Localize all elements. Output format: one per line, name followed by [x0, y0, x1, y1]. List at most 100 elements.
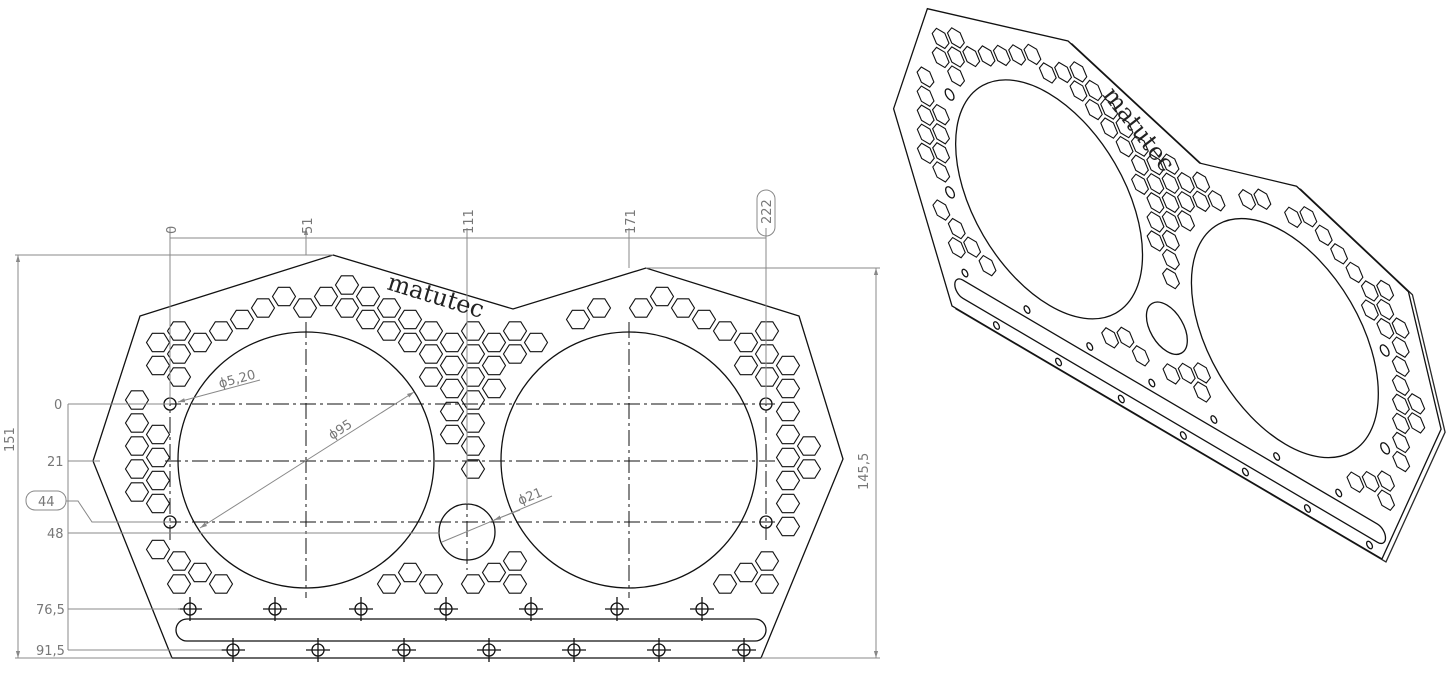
- honeycomb-cell: [947, 25, 964, 50]
- honeycomb-cell: [933, 159, 950, 184]
- honeycomb-cell: [376, 298, 402, 318]
- honeycomb-cell: [1117, 325, 1134, 350]
- dim-x-111: 111: [462, 209, 477, 234]
- honeycomb-cell: [775, 378, 801, 399]
- honeycomb-cell: [1331, 241, 1348, 266]
- bolt-hole: [1056, 357, 1062, 367]
- honeycomb-cell: [1162, 209, 1179, 234]
- honeycomb-cell: [649, 286, 675, 307]
- honeycomb-cell: [439, 401, 465, 422]
- honeycomb-cell: [187, 562, 213, 583]
- honeycomb-cell: [1285, 205, 1302, 230]
- dim-x-222-balloon: [756, 189, 776, 237]
- honeycomb-cell: [993, 43, 1010, 68]
- honeycomb-cell: [796, 436, 822, 456]
- honeycomb-cell: [1009, 42, 1026, 67]
- honeycomb-cell: [418, 367, 444, 387]
- honeycomb-cell: [145, 355, 171, 376]
- honeycomb-cell: [481, 355, 507, 376]
- bolt-hole: [1024, 305, 1030, 315]
- honeycomb-cell: [355, 309, 381, 330]
- honeycomb-cell: [1132, 172, 1149, 197]
- honeycomb-cell: [502, 551, 528, 571]
- honeycomb-cell: [1102, 325, 1119, 350]
- honeycomb-cell: [1163, 361, 1180, 386]
- honeycomb-cell: [963, 44, 980, 69]
- honeycomb-cell: [439, 332, 465, 353]
- honeycomb-cell: [628, 298, 654, 318]
- honeycomb-cell: [1116, 134, 1133, 159]
- honeycomb-cell: [1070, 78, 1087, 103]
- honeycomb-cell: [439, 424, 465, 445]
- mount-hole: [946, 185, 955, 200]
- honeycomb-cell: [1131, 134, 1148, 159]
- slot: [955, 275, 1386, 547]
- dim-y-21: 21: [47, 455, 64, 470]
- honeycomb-cell: [932, 26, 949, 51]
- honeycomb-cell: [1408, 391, 1425, 416]
- honeycomb-cell: [460, 344, 486, 364]
- bore-1: [955, 38, 1143, 360]
- honeycomb-cell: [1392, 335, 1409, 360]
- honeycomb-cell: [439, 378, 465, 399]
- dim-y-44: 44: [38, 495, 55, 510]
- honeycomb-cell: [1377, 297, 1394, 322]
- honeycomb-cell: [933, 140, 950, 165]
- honeycomb-cell: [1147, 152, 1164, 177]
- honeycomb-cell: [376, 574, 402, 594]
- honeycomb-cell: [979, 253, 996, 278]
- honeycomb-cell: [1194, 360, 1211, 385]
- honeycomb-cell: [1315, 223, 1332, 248]
- honeycomb-cell: [1378, 469, 1395, 494]
- dim-x-51: 51: [301, 217, 316, 234]
- honeycomb-cell: [481, 378, 507, 399]
- honeycomb-cell: [1194, 379, 1211, 404]
- honeycomb-cell: [460, 321, 486, 341]
- honeycomb-cell: [481, 332, 507, 353]
- bolt-hole: [994, 320, 1000, 330]
- honeycomb-cell: [1163, 247, 1180, 272]
- honeycomb-cell: [917, 64, 934, 89]
- honeycomb-cell: [1178, 189, 1195, 214]
- honeycomb-cell: [1193, 189, 1210, 214]
- honeycomb-cell: [1085, 97, 1102, 122]
- honeycomb-cell: [1147, 171, 1164, 196]
- honeycomb-cell: [775, 470, 801, 491]
- honeycomb-cell: [933, 121, 950, 146]
- honeycomb-cell: [775, 401, 801, 422]
- honeycomb-cell: [1055, 60, 1072, 85]
- dim-dia-95: ϕ95: [326, 417, 355, 443]
- dim-x-222: 222: [760, 199, 775, 224]
- honeycomb-cell: [1208, 188, 1225, 213]
- honeycomb-cell: [1392, 315, 1409, 340]
- honeycomb-cell: [1254, 187, 1271, 212]
- honeycomb-cell: [1378, 488, 1395, 513]
- honeycomb-cell: [166, 321, 192, 341]
- honeycomb-cell: [334, 275, 360, 295]
- honeycomb-cell: [145, 332, 171, 353]
- honeycomb-cell: [775, 516, 801, 537]
- honeycomb-cell: [1147, 190, 1164, 215]
- honeycomb-cell: [1024, 42, 1041, 67]
- honeycomb-cell: [1085, 78, 1102, 103]
- honeycomb-cell: [124, 482, 150, 502]
- honeycomb-cell: [754, 367, 780, 387]
- honeycomb-cell: [166, 574, 192, 594]
- small-bore: [1146, 293, 1187, 363]
- honeycomb-cell: [754, 344, 780, 364]
- honeycomb-cell: [1300, 204, 1317, 229]
- honeycomb-cell: [1177, 170, 1194, 195]
- honeycomb-cell: [1163, 266, 1180, 291]
- honeycomb-cell: [917, 122, 934, 147]
- bolt-hole: [1149, 378, 1155, 388]
- honeycomb-cell: [145, 493, 171, 514]
- honeycomb-cell: [334, 298, 360, 318]
- honeycomb-cell: [1393, 430, 1410, 455]
- honeycomb-cell: [1193, 170, 1210, 195]
- honeycomb-cell: [948, 44, 965, 69]
- honeycomb-cell: [691, 309, 717, 330]
- bolt-hole: [962, 268, 968, 278]
- bore-2: [1191, 177, 1379, 499]
- honeycomb-cell: [1039, 60, 1056, 85]
